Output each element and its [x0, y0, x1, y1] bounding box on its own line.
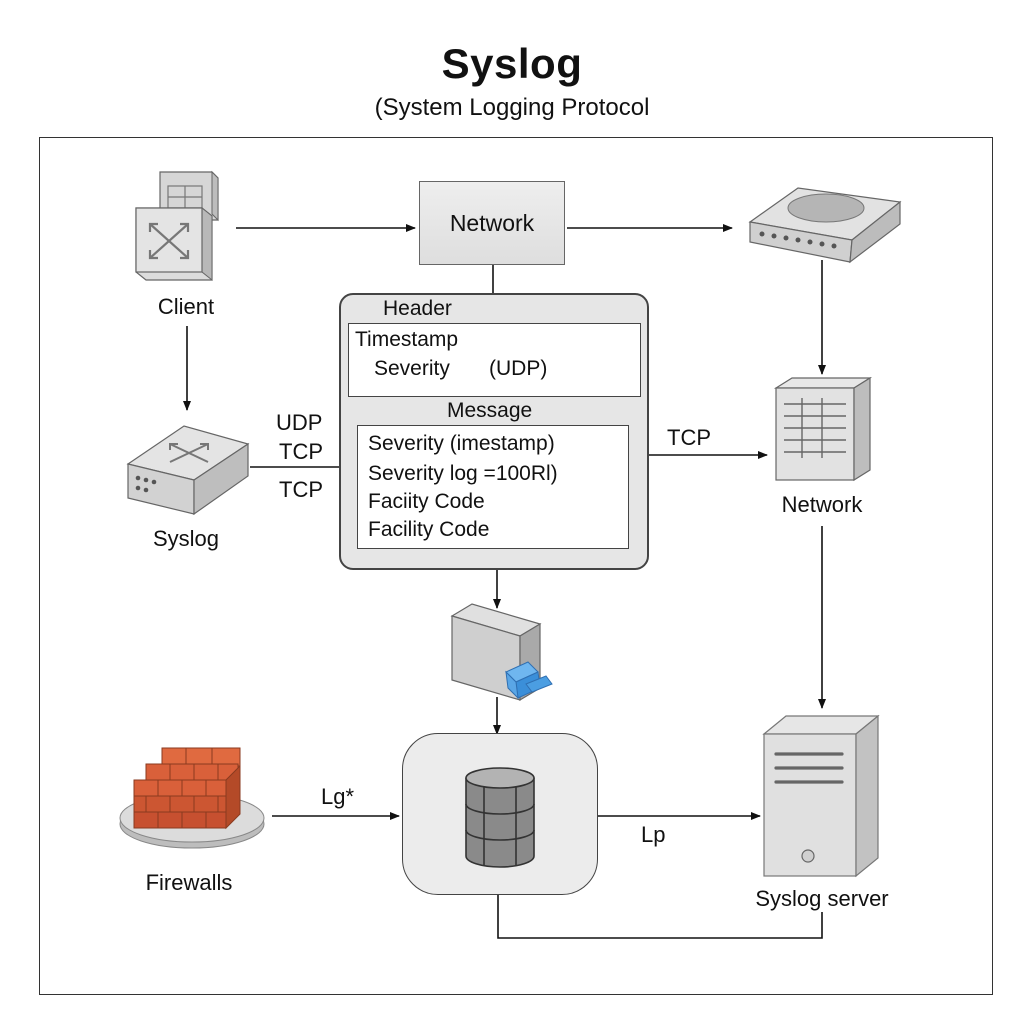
tcp-edge-label-2: TCP	[279, 477, 323, 502]
lp-edge-label: Lp	[641, 822, 666, 847]
network-top-box: Network	[419, 181, 565, 265]
header-severity: Severity	[374, 357, 450, 380]
packet-header-box: Timestamp Severity (UDP)	[348, 323, 641, 397]
syslog-server-icon	[762, 714, 880, 878]
lg-edge-label: Lg*	[321, 784, 355, 809]
diagram-subtitle: (System Logging Protocol	[374, 94, 650, 121]
header-protocol: (UDP)	[489, 357, 548, 380]
syslog-packet: Header Timestamp Severity (UDP) Message …	[339, 293, 649, 570]
packet-message-box: Severity (imestamp) Severity log =100Rl)…	[357, 425, 629, 549]
message-line: Severity log =100Rl)	[368, 462, 558, 485]
storage-drive-icon	[450, 603, 553, 702]
database-icon	[465, 767, 535, 868]
client-switch-icon	[135, 170, 219, 282]
udp-edge-label: UDP	[276, 410, 323, 435]
network-right-label: Network	[781, 492, 863, 517]
syslog-server-label: Syslog server	[755, 886, 889, 911]
diagram-title: Syslog	[441, 40, 583, 87]
router-icon	[748, 187, 902, 264]
network-top-label: Network	[449, 209, 535, 236]
firewalls-label: Firewalls	[145, 870, 233, 895]
packet-header-title: Header	[383, 297, 452, 320]
message-line: Faciity Code	[368, 490, 485, 513]
message-line: Severity (imestamp)	[368, 432, 555, 455]
network-rack-icon	[773, 376, 873, 482]
client-label: Client	[157, 294, 215, 319]
syslog-label: Syslog	[152, 526, 220, 551]
firewall-icon	[119, 747, 265, 849]
tcp-edge-label-1: TCP	[279, 439, 323, 464]
header-timestamp: Timestamp	[355, 328, 459, 351]
message-line: Facility Code	[368, 518, 490, 541]
packet-message-title: Message	[447, 399, 533, 422]
tcp-right-edge-label: TCP	[667, 425, 711, 450]
diagram-frame	[39, 137, 993, 995]
syslog-device-icon	[126, 425, 250, 516]
